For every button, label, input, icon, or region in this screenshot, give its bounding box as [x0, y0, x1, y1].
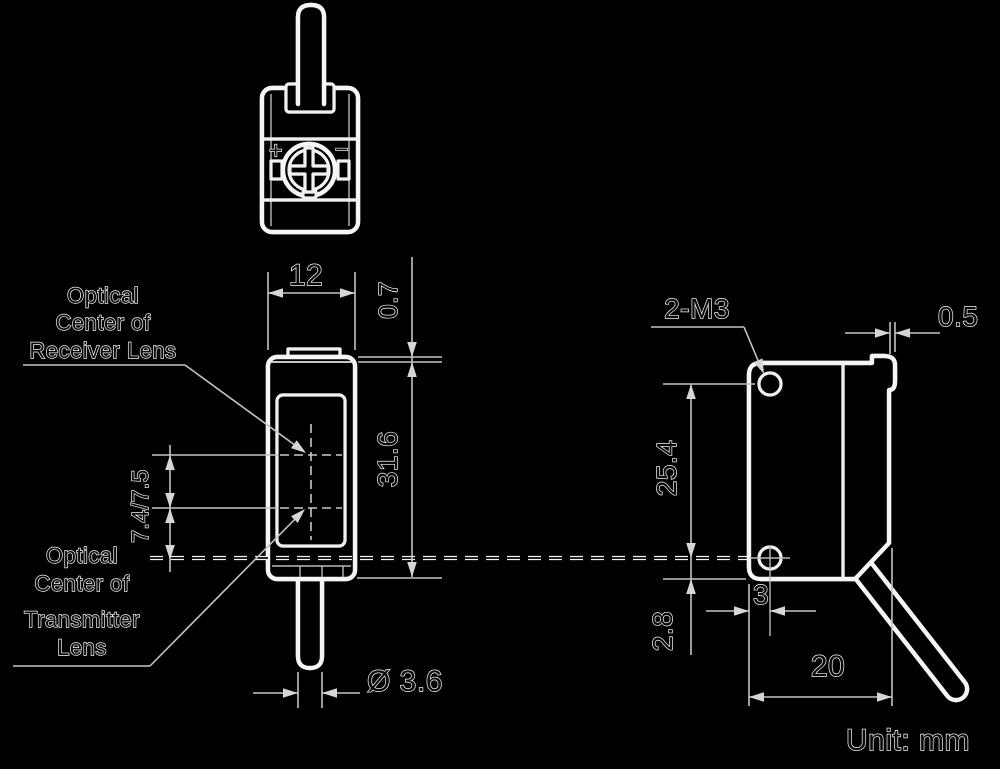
cable-top-view [295, 2, 327, 107]
transmitter-label-line3: Transmitter [24, 607, 140, 632]
minus-mark: − [335, 136, 349, 162]
dim-top-plate-and-height: 0.7 31.6 [357, 257, 442, 579]
plus-mark: + [269, 137, 283, 163]
receiver-label-line1: Optical [67, 283, 139, 308]
dim-lens-centers-label: 7.4/7.5 [127, 469, 153, 543]
front-view [265, 347, 358, 671]
cable-side-view [853, 560, 967, 700]
body-divider-lines [261, 137, 359, 202]
dim-hole-front-label: 3 [753, 579, 769, 610]
transmitter-label-line4: Lens [57, 635, 107, 660]
dim-depth-label: 20 [811, 650, 845, 683]
bottom-band [272, 565, 351, 577]
dim-hole-pitch-label: 25.4 [651, 440, 682, 497]
dim-height-label: 31.6 [372, 431, 403, 488]
dim-rear-step: 0.5 [845, 300, 979, 354]
transmitter-leader-line [149, 511, 303, 667]
dim-width: 12 [267, 258, 356, 350]
dim-top-plate-label: 0.7 [373, 281, 403, 319]
dim-rear-step-label: 0.5 [938, 301, 978, 332]
dim-hole-to-front: 3 [706, 578, 816, 640]
label-transmitter-lens: Optical Center of Transmitter Lens [13, 505, 309, 667]
top-view: + − [259, 2, 361, 235]
dim-mounting-holes: 2-M3 [651, 292, 769, 376]
cable-front-view [295, 572, 325, 671]
dim-hole-bottom-label: 2.8 [647, 611, 678, 651]
dim-width-label: 12 [289, 259, 323, 292]
transmitter-label-line1: Optical [46, 543, 118, 568]
dim-cable-diameter-label: Ø 3.6 [367, 665, 443, 698]
mounting-hole-top [757, 371, 783, 397]
dim-mounting-holes-label: 2-M3 [664, 293, 730, 324]
adjuster-cross [288, 146, 330, 194]
receiver-label-line2: Center of [56, 310, 151, 335]
transmitter-label-line2: Center of [35, 571, 130, 596]
unit-note: Unit: mm [846, 724, 970, 757]
dim-lens-centers: 7.4/7.5 [126, 445, 278, 572]
dim-depth: 20 [748, 548, 893, 706]
hole-centerlines [750, 546, 790, 636]
side-view [746, 353, 967, 700]
label-receiver-lens: Optical Center of Receiver Lens [23, 282, 309, 457]
dim-hole-pitch: 25.4 [650, 383, 755, 558]
receiver-label-line3: Receiver Lens [29, 338, 176, 363]
dim-hole-to-bottom: 2.8 [646, 558, 746, 655]
receiver-leader-line [184, 364, 304, 452]
dim-cable-diameter: Ø 3.6 [253, 664, 443, 708]
lens-center-marks [280, 424, 342, 540]
